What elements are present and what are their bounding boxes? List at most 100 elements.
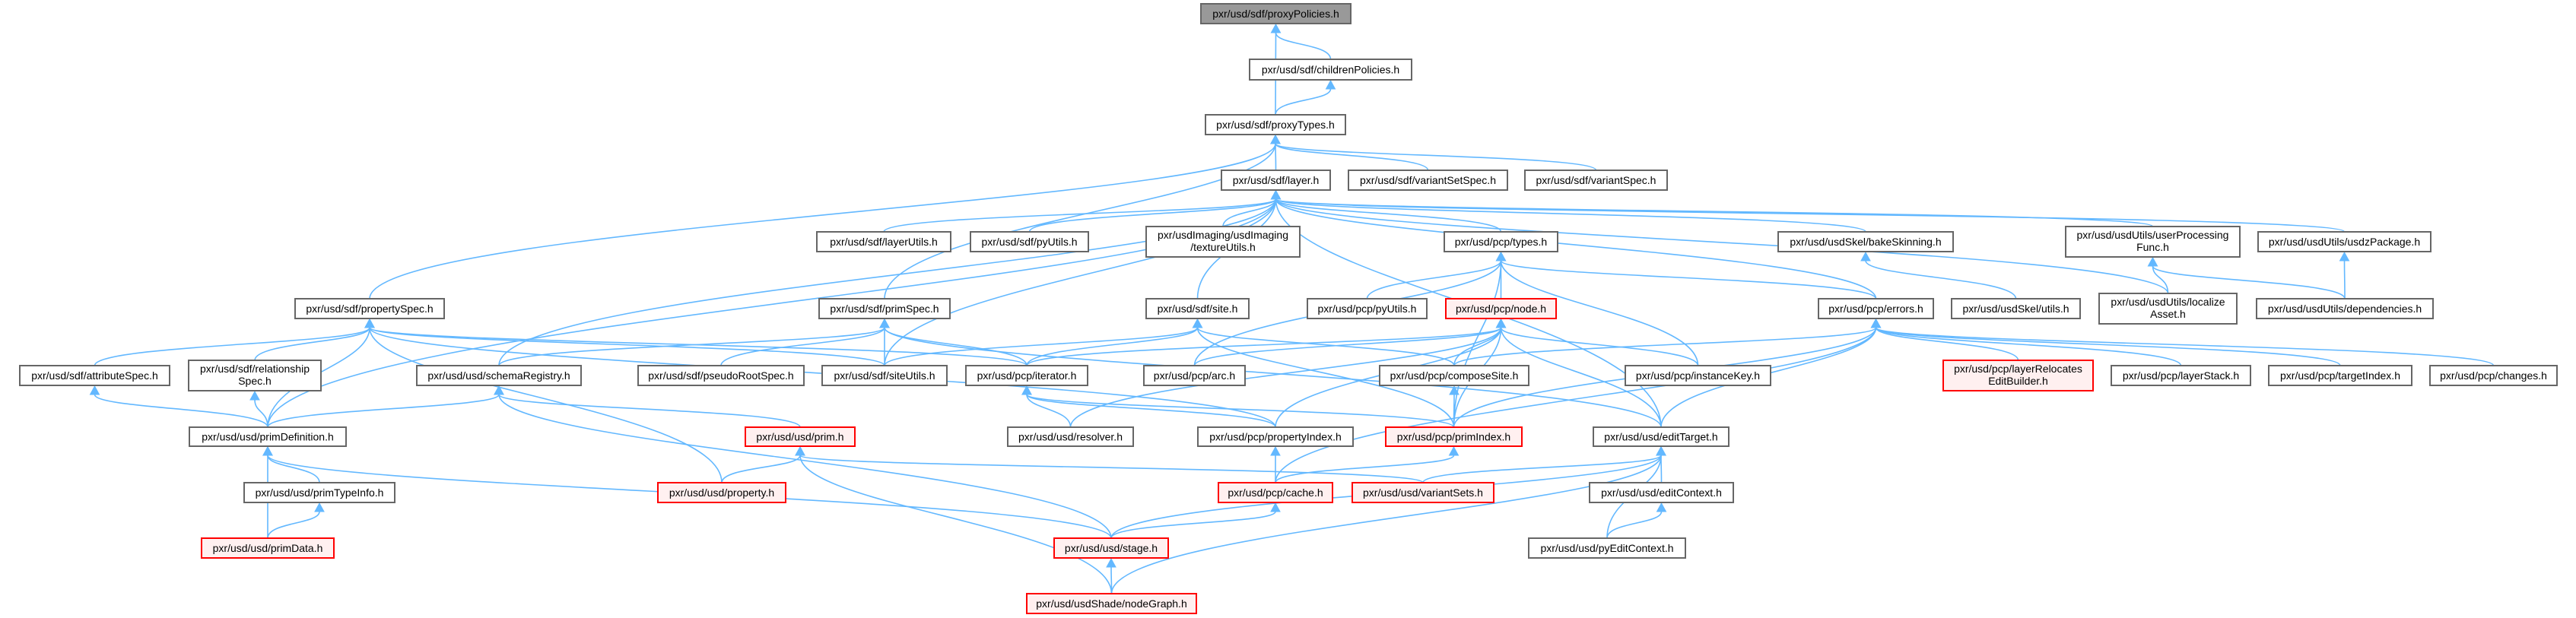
node-box [1145, 226, 1301, 258]
graph-node-composeSite[interactable]: pxr/usd/pcp/composeSite.h [1379, 365, 1529, 386]
dependency-edge [1110, 511, 1276, 539]
graph-node-changes[interactable]: pxr/usd/pcp/changes.h [2429, 365, 2558, 386]
node-label: pxr/usd/pcp/propertyIndex.h [1209, 431, 1342, 443]
node-box [1385, 426, 1523, 447]
node-box [1352, 482, 1494, 503]
node-box [416, 365, 582, 386]
dependency-edge [1028, 198, 1277, 233]
graph-node-pseudoRootSpec[interactable]: pxr/usd/sdf/pseudoRootSpec.h [637, 365, 805, 386]
arrowhead-icon [1106, 557, 1116, 568]
node-box [2429, 365, 2558, 386]
graph-node-pcpTypes[interactable]: pxr/usd/pcp/types.h [1444, 231, 1558, 252]
node-label: pxr/usd/usd/primTypeInfo.h [256, 486, 384, 499]
dependency-edge [498, 394, 801, 428]
graph-node-pcpPyUtils[interactable]: pxr/usd/pcp/pyUtils.h [1307, 298, 1428, 319]
graph-node-site[interactable]: pxr/usd/sdf/site.h [1145, 298, 1250, 319]
dependency-edge [1275, 32, 1332, 60]
graph-node-usdzPackage[interactable]: pxr/usd/usdUtils/usdzPackage.h [2257, 231, 2431, 252]
node-box [2256, 298, 2434, 319]
node-box [1528, 537, 1686, 559]
node-label: Asset.h [2150, 308, 2186, 320]
dependency-edge [369, 327, 1028, 366]
dependency-edge [720, 327, 885, 366]
graph-node-attributeSpec[interactable]: pxr/usd/sdf/attributeSpec.h [19, 365, 170, 386]
graph-node-variantSetSpec[interactable]: pxr/usd/sdf/variantSetSpec.h [1348, 170, 1508, 191]
node-label: pxr/usd/pcp/composeSite.h [1390, 369, 1519, 382]
graph-node-propertySpec[interactable]: pxr/usd/sdf/propertySpec.h [294, 298, 445, 319]
graph-node-siteUtils[interactable]: pxr/usd/sdf/siteUtils.h [821, 365, 948, 386]
dependency-edge [1026, 327, 1502, 366]
dependency-edge [498, 327, 885, 366]
arrowhead-icon [1448, 445, 1460, 456]
graph-node-stage[interactable]: pxr/usd/usd/stage.h [1053, 537, 1169, 559]
graph-node-primData[interactable]: pxr/usd/usd/primData.h [201, 537, 335, 559]
graph-node-instanceKey[interactable]: pxr/usd/pcp/instanceKey.h [1625, 365, 1771, 386]
dependency-edge [884, 327, 1199, 366]
graph-node-targetIndex[interactable]: pxr/usd/pcp/targetIndex.h [2268, 365, 2412, 386]
graph-node-primSpec[interactable]: pxr/usd/sdf/primSpec.h [818, 298, 951, 319]
node-label: /textureUtils.h [1190, 241, 1256, 253]
node-box [2111, 365, 2251, 386]
node-label: pxr/usd/sdf/propertySpec.h [306, 303, 433, 315]
node-box [19, 365, 170, 386]
graph-node-dependencies[interactable]: pxr/usd/usdUtils/dependencies.h [2256, 298, 2434, 319]
graph-node-property[interactable]: pxr/usd/usd/property.h [657, 482, 786, 503]
graph-node-proxyPolicies[interactable]: pxr/usd/sdf/proxyPolicies.h [1200, 3, 1352, 24]
graph-node-textureUtils[interactable]: pxr/usdImaging/usdImaging/textureUtils.h [1145, 226, 1301, 258]
node-box [2098, 293, 2238, 325]
graph-node-editTarget[interactable]: pxr/usd/usd/editTarget.h [1593, 426, 1730, 447]
graph-node-layer[interactable]: pxr/usd/sdf/layer.h [1221, 170, 1331, 191]
graph-node-bakeSkinning[interactable]: pxr/usd/usdSkel/bakeSkinning.h [1777, 231, 1954, 252]
graph-node-prim[interactable]: pxr/usd/usd/prim.h [745, 426, 856, 447]
dependency-edge [1193, 327, 1502, 366]
dependency-edge [1275, 198, 2169, 294]
node-label: pxr/usd/usdSkel/bakeSkinning.h [1790, 236, 1941, 248]
graph-node-iterator[interactable]: pxr/usd/pcp/iterator.h [965, 365, 1088, 386]
graph-node-primTypeInfo[interactable]: pxr/usd/usd/primTypeInfo.h [243, 482, 395, 503]
graph-node-cache[interactable]: pxr/usd/pcp/cache.h [1218, 482, 1333, 503]
node-box [1143, 365, 1246, 386]
node-label: pxr/usd/usdShade/nodeGraph.h [1036, 597, 1186, 610]
dependency-edge [1275, 143, 1429, 171]
node-box [1524, 170, 1668, 191]
graph-node-proxyTypes[interactable]: pxr/usd/sdf/proxyTypes.h [1205, 114, 1346, 135]
graph-node-variantSets[interactable]: pxr/usd/usd/variantSets.h [1352, 482, 1494, 503]
graph-node-layerUtils[interactable]: pxr/usd/sdf/layerUtils.h [816, 231, 951, 252]
graph-node-resolver[interactable]: pxr/usd/usd/resolver.h [1007, 426, 1134, 447]
node-box [1026, 593, 1197, 614]
graph-node-sdfPyUtils[interactable]: pxr/usd/sdf/pyUtils.h [970, 231, 1089, 252]
node-box [1205, 114, 1346, 135]
node-label: pxr/usd/pcp/iterator.h [977, 369, 1077, 382]
node-label: Func.h [2136, 241, 2169, 253]
graph-node-errors[interactable]: pxr/usd/pcp/errors.h [1818, 298, 1934, 319]
dependency-edge [1875, 327, 2182, 366]
arrowhead-icon [1192, 318, 1203, 328]
dependency-edge [1275, 198, 2346, 233]
dependency-edge [498, 394, 1112, 539]
graph-node-variantSpec[interactable]: pxr/usd/sdf/variantSpec.h [1524, 170, 1668, 191]
graph-node-propertyIndex[interactable]: pxr/usd/pcp/propertyIndex.h [1197, 426, 1354, 447]
graph-node-editContext[interactable]: pxr/usd/usd/editContext.h [1589, 482, 1734, 503]
graph-node-schemaRegistry[interactable]: pxr/usd/usd/schemaRegistry.h [416, 365, 582, 386]
arrowhead-icon [1656, 502, 1667, 512]
arrowhead-icon [1270, 134, 1281, 144]
graph-node-skelUtils[interactable]: pxr/usd/usdSkel/utils.h [1951, 298, 2081, 319]
node-label: pxr/usd/sdf/layerUtils.h [830, 236, 938, 248]
graph-node-layerStack[interactable]: pxr/usd/pcp/layerStack.h [2111, 365, 2251, 386]
dependency-edge [267, 511, 320, 539]
arrowhead-icon [314, 502, 325, 512]
graph-node-primDefinition[interactable]: pxr/usd/usd/primDefinition.h [189, 426, 347, 447]
graph-node-primIndex[interactable]: pxr/usd/pcp/primIndex.h [1385, 426, 1523, 447]
graph-node-node[interactable]: pxr/usd/pcp/node.h [1445, 298, 1557, 319]
graph-node-nodeGraph[interactable]: pxr/usd/usdShade/nodeGraph.h [1026, 593, 1197, 614]
graph-node-pyEditContext[interactable]: pxr/usd/usd/pyEditContext.h [1528, 537, 1686, 559]
graph-node-arc[interactable]: pxr/usd/pcp/arc.h [1143, 365, 1246, 386]
node-box [637, 365, 805, 386]
graph-node-childrenPolicies[interactable]: pxr/usd/sdf/childrenPolicies.h [1249, 59, 1412, 81]
node-box [1053, 537, 1169, 559]
node-label: pxr/usd/usd/resolver.h [1018, 431, 1123, 443]
